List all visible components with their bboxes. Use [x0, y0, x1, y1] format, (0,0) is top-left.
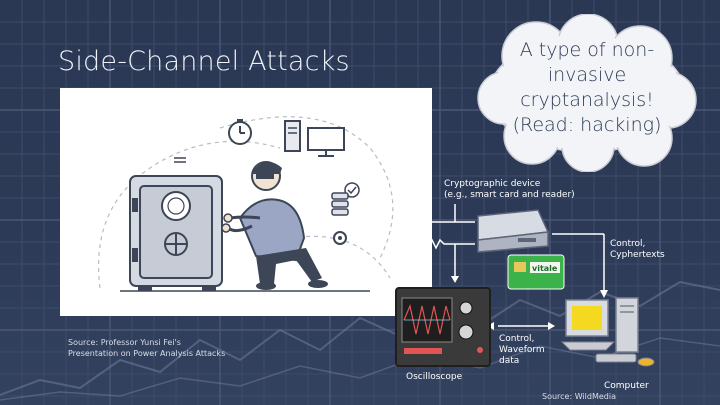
source-left: Source: Professor Yunsi Fei's Presentati… [68, 338, 226, 358]
monitor-icon [307, 127, 345, 157]
gear-icon [333, 231, 347, 245]
label-control-waveform: Control, Waveform data [499, 334, 545, 366]
clock-icon [228, 119, 252, 145]
cloud-text: A type of non-invasive cryptanalysis! (R… [512, 39, 662, 136]
label-cryptographic-device: Cryptographic device (e.g., smart card a… [444, 179, 575, 200]
server-icon [284, 120, 301, 152]
database-icon [331, 192, 349, 216]
checkmark-icon [344, 182, 360, 198]
hacker-figure [221, 161, 328, 290]
label-oscilloscope: Oscilloscope [406, 372, 463, 382]
hacker-illustration [60, 88, 432, 316]
slide-title: Side-Channel Attacks [58, 46, 350, 77]
thought-cloud [477, 14, 697, 172]
label-computer: Computer [604, 381, 649, 391]
safe-icon [129, 175, 223, 291]
source-right: Source: WildMedia [542, 392, 616, 401]
label-control-cyphertexts: Control, Cyphertexts [610, 239, 665, 260]
smart-card-label: vitale [532, 264, 558, 273]
